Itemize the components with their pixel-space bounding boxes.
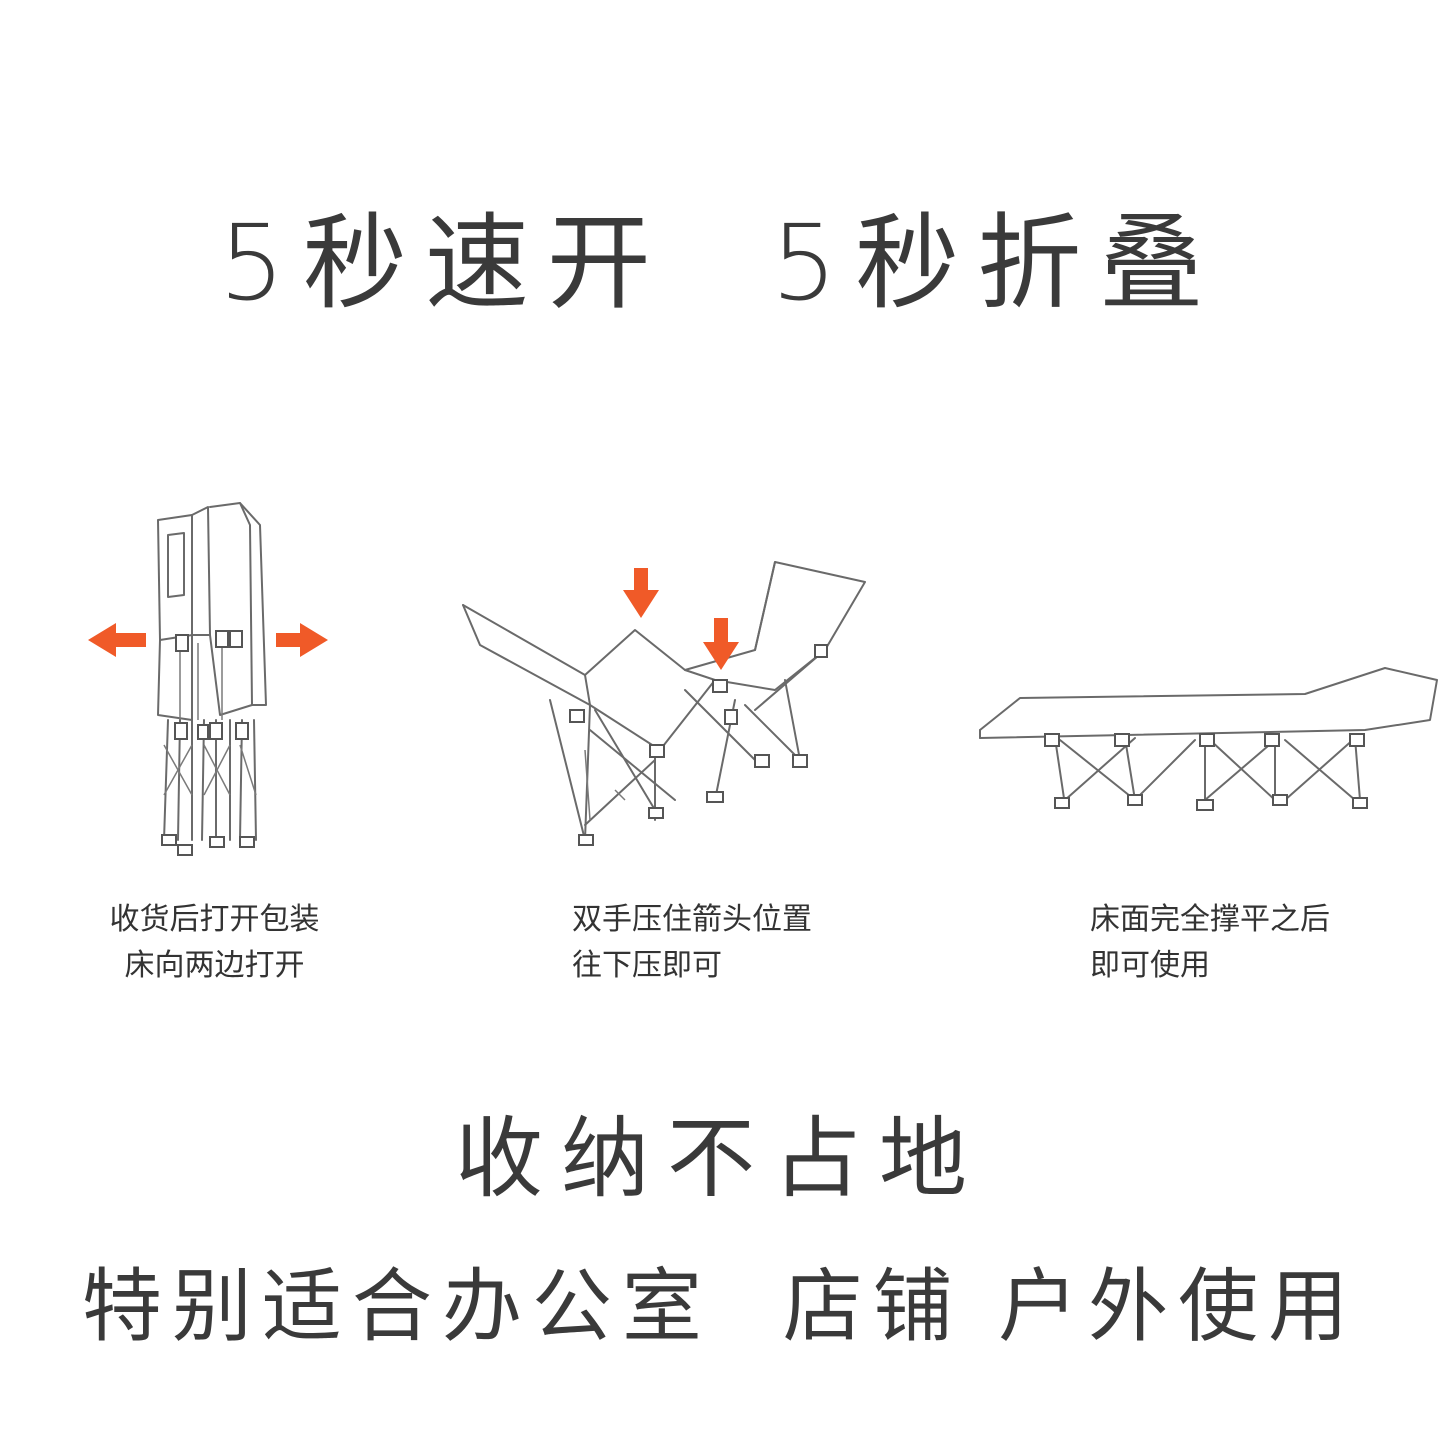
step-1-caption-line-1: 收货后打开包装: [109, 902, 320, 937]
fully-open-cot-illustration: [979, 667, 1438, 811]
step-3-caption-line-1: 床面完全撑平之后: [1090, 902, 1330, 937]
headline-use-cases: 特别适合办公室 店铺 户外使用: [81, 1260, 1359, 1353]
arrow-left-icon: [88, 623, 146, 657]
step-3-caption-line-2: 即可使用: [1090, 948, 1210, 983]
folded-cot-frame: [157, 502, 267, 856]
half-open-cot-illustration: [462, 561, 866, 846]
step-2-caption-line-2: 往下压即可: [572, 948, 722, 983]
half-open-cot-frame: [462, 561, 866, 846]
step-2-caption-line-1: 双手压住箭头位置: [572, 902, 812, 937]
fully-open-cot-frame: [979, 667, 1438, 811]
step-1-caption: 收货后打开包装 床向两边打开: [92, 897, 337, 989]
folded-cot-illustration: [88, 502, 328, 856]
headline-quick-open-fold: 5秒速开 5秒折叠: [218, 202, 1222, 324]
headline-space-saving: 收纳不占地: [454, 1107, 985, 1210]
step-3-caption: 床面完全撑平之后 即可使用: [1090, 897, 1380, 989]
step-2-caption: 双手压住箭头位置 往下压即可: [572, 897, 862, 989]
arrow-down-icon: [623, 568, 659, 618]
step-1-caption-line-2: 床向两边打开: [124, 948, 305, 983]
arrow-right-icon: [276, 623, 328, 657]
arrow-down-icon: [703, 618, 739, 670]
